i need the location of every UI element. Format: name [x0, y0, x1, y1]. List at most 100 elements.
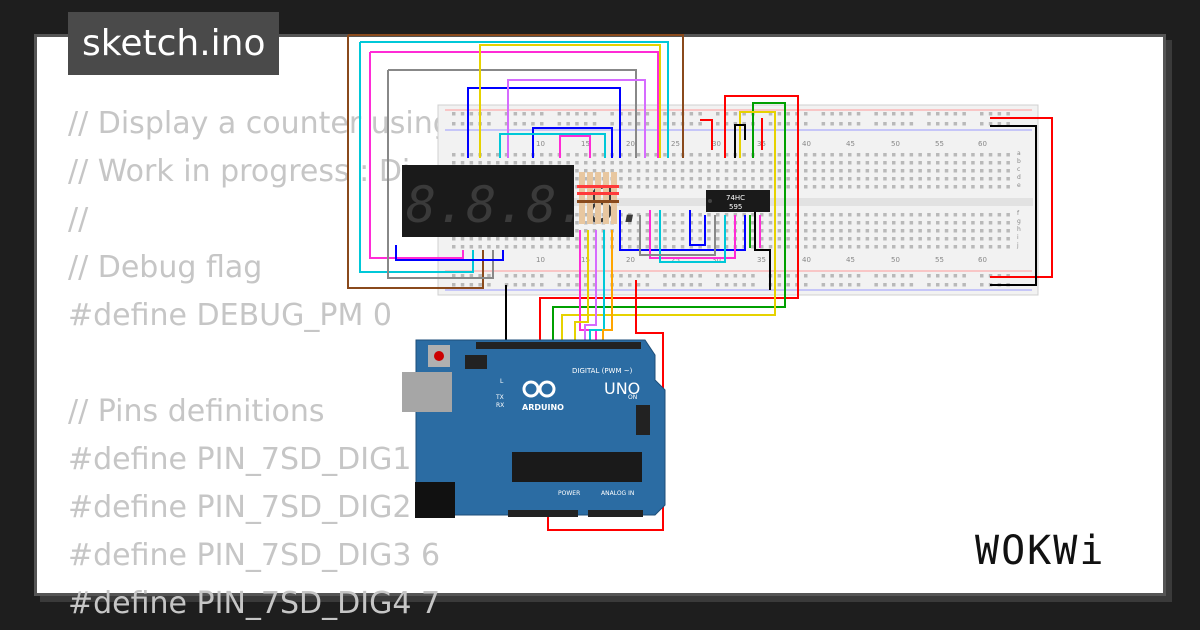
arduino-uno-board[interactable]: DIGITAL (PWM ~) UNO ARDUINO POWER ANALOG… [402, 339, 666, 518]
svg-text:j: j [1016, 242, 1019, 249]
wire-red [990, 117, 1053, 278]
column-label: 30 [712, 256, 721, 264]
icsp-header [636, 405, 650, 435]
code-line: // Pins definitions [68, 394, 325, 429]
column-label: 45 [846, 256, 855, 264]
wire-brown [348, 34, 684, 158]
wires [347, 34, 1053, 531]
wire-black [990, 125, 1037, 286]
svg-text:c: c [1017, 166, 1020, 173]
wire-violet [584, 230, 597, 345]
wire-yellow [561, 111, 776, 345]
svg-text:f: f [1017, 210, 1020, 217]
model-label: UNO [604, 379, 640, 398]
wire-cyan [589, 230, 605, 345]
column-label: 25 [671, 140, 680, 148]
column-label: 50 [891, 140, 900, 148]
wire-magenta [649, 210, 736, 259]
svg-text:i: i [1017, 234, 1019, 241]
wire-magenta [579, 230, 597, 345]
svg-text:d: d [1017, 174, 1021, 181]
analog-header [588, 510, 643, 517]
on-label: ON [628, 394, 637, 401]
digital-label: DIGITAL (PWM ~) [572, 367, 633, 375]
column-label: 10 [536, 256, 545, 264]
column-label: 45 [846, 140, 855, 148]
wire-gray [387, 70, 494, 279]
column-label: 10 [536, 140, 545, 148]
column-label: 15 [581, 140, 590, 148]
icsp2-header [465, 355, 487, 369]
chip-label-2: 595 [729, 203, 742, 211]
column-label: 20 [626, 140, 635, 148]
wire-red [539, 95, 799, 345]
wire-gray [639, 215, 716, 256]
wire-red [700, 119, 713, 150]
wire-blue [467, 87, 621, 158]
code-line: // Debug flag [68, 250, 263, 285]
column-label: 40 [802, 256, 811, 264]
column-label: 60 [978, 256, 987, 264]
wire-black [754, 210, 771, 290]
resistor-array[interactable] [577, 172, 619, 224]
column-label: 60 [978, 140, 987, 148]
wire-yellow [574, 230, 589, 345]
code-line: // Display a counter using [68, 106, 452, 141]
wire-yellow [479, 44, 661, 158]
power-jack [415, 482, 455, 518]
wire-magenta [559, 135, 591, 158]
led-tx-label: TX [495, 394, 504, 401]
brand-label: ARDUINO [522, 403, 564, 412]
code-editor: // Display a counter using // Work in pr… [68, 100, 452, 628]
power-label: POWER [558, 490, 580, 497]
usb-port [402, 372, 452, 412]
code-line: #define PIN_7SD_DIG2 [68, 490, 412, 525]
chip-label-1: 74HC [726, 194, 745, 202]
power-header [508, 510, 578, 517]
seven-segment-display[interactable]: 8.8.8.8. [402, 165, 647, 237]
wire-blue [395, 245, 504, 261]
wire-cyan [360, 41, 669, 158]
wire-cyan [659, 210, 726, 263]
shift-register-chip[interactable]: 74HC 595 [706, 190, 770, 212]
wire-gray [388, 69, 637, 158]
wokwi-logo: WOKWi [975, 528, 1106, 574]
wire-brown [347, 35, 484, 289]
led-rx-label: RX [496, 402, 504, 409]
code-line: #define PIN_7SD_DIG4 7 [68, 586, 441, 621]
led-l-label: L [500, 378, 504, 385]
wire-blue [532, 127, 613, 158]
column-label: 30 [712, 140, 721, 148]
file-tab[interactable]: sketch.ino [68, 12, 280, 75]
wire-magenta [369, 52, 464, 259]
column-label: 25 [671, 256, 680, 264]
svg-text:e: e [1017, 182, 1021, 189]
code-line: #define PIN_7SD_DIG3 6 [68, 538, 441, 573]
code-line: // [68, 202, 89, 237]
column-label: 50 [891, 256, 900, 264]
svg-text:g: g [1017, 218, 1021, 225]
svg-text:b: b [1017, 158, 1021, 165]
wire-magenta [370, 51, 659, 158]
code-line: #define PIN_7SD_DIG1 [68, 442, 412, 477]
wire-blue [689, 210, 706, 246]
column-label: 55 [935, 140, 944, 148]
display-digits: 8.8.8.8. [406, 176, 647, 234]
column-label: 40 [802, 140, 811, 148]
breadboard-column-labels: 10 15 20 25 30 35 40 45 50 55 60 10 15 2… [536, 140, 987, 264]
breadboard-row-labels: a b c d e f g h i j [1016, 150, 1021, 249]
wire-orange [602, 230, 613, 345]
column-label: 15 [581, 256, 590, 264]
column-label: 55 [935, 256, 944, 264]
svg-text:h: h [1017, 226, 1021, 233]
infinity-logo-icon [522, 380, 556, 398]
svg-text:a: a [1017, 150, 1021, 157]
microcontroller-chip [512, 452, 642, 482]
wire-blue [619, 210, 746, 251]
wire-violet [507, 79, 646, 158]
analog-label: ANALOG IN [601, 490, 634, 497]
code-line: // Work in progress : Di [68, 154, 411, 189]
wire-cyan [499, 133, 606, 158]
column-label: 20 [626, 256, 635, 264]
